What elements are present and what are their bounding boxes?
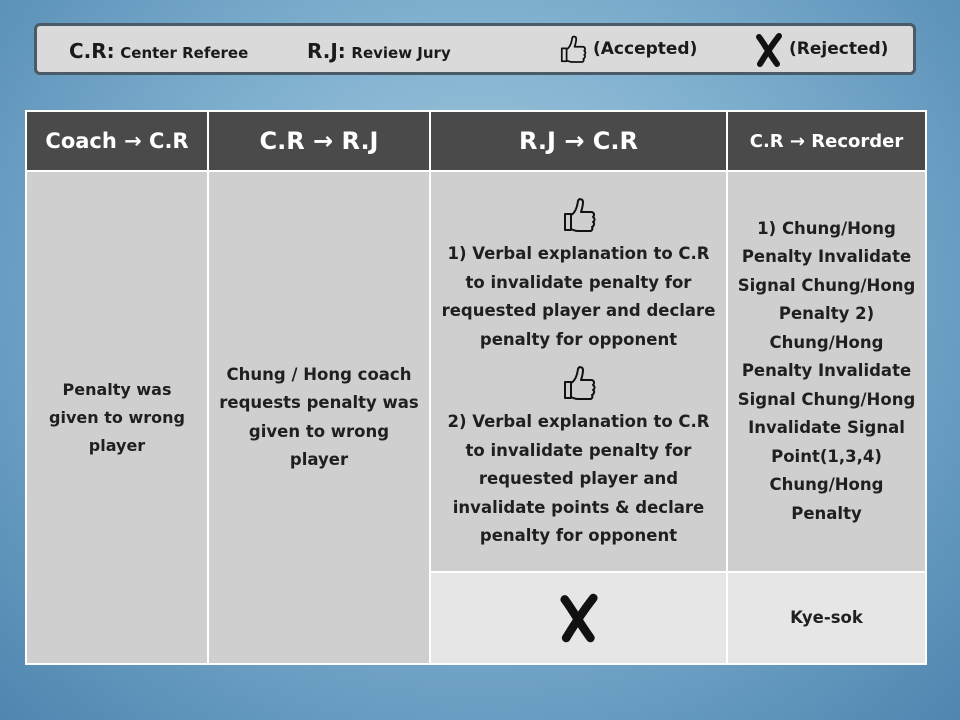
thumbs-up-icon bbox=[557, 34, 589, 70]
legend-rejected-label: (Rejected) bbox=[789, 39, 889, 59]
legend-review-jury: R.J: Review Jury bbox=[307, 39, 451, 63]
cross-mark-icon bbox=[755, 33, 783, 71]
rejected-decision-cell bbox=[429, 571, 728, 665]
header-coach-to-cr: Coach → C.R bbox=[25, 110, 209, 172]
situation-cell: Penalty was given to wrong player bbox=[25, 170, 209, 665]
accepted-option-2: 2) Verbal explanation to C.R to invalida… bbox=[447, 412, 710, 546]
header-cr-to-rj: C.R → R.J bbox=[207, 110, 431, 172]
legend-rj-desc: Review Jury bbox=[351, 44, 451, 62]
accepted-recorder-cell: 1) Chung/Hong Penalty Invalidate Signal … bbox=[726, 170, 927, 573]
legend-accepted-label: (Accepted) bbox=[593, 39, 698, 59]
accepted-decision-cell: 1) Verbal explanation to C.R to invalida… bbox=[429, 170, 728, 573]
table-row: Kye-sok bbox=[26, 571, 927, 665]
header-cr-to-recorder: C.R → Recorder bbox=[726, 110, 927, 172]
procedure-table: Coach → C.R C.R → R.J R.J → C.R C.R → Re… bbox=[25, 110, 927, 665]
legend-rj-abbr: R.J: bbox=[307, 39, 346, 63]
rejected-recorder-cell: Kye-sok bbox=[726, 571, 927, 665]
header-rj-to-cr: R.J → C.R bbox=[429, 110, 728, 172]
table-row: Penalty was given to wrong player Chung … bbox=[25, 170, 927, 665]
cross-mark-icon bbox=[439, 593, 718, 643]
thumbs-up-icon bbox=[439, 360, 718, 408]
legend-cr-desc: Center Referee bbox=[120, 44, 249, 62]
accepted-option-1: 1) Verbal explanation to C.R to invalida… bbox=[441, 244, 716, 349]
thumbs-up-icon bbox=[439, 192, 718, 240]
coach-request-cell: Chung / Hong coach requests penalty was … bbox=[207, 170, 431, 665]
legend-bar: C.R: Center Referee R.J: Review Jury (Ac… bbox=[34, 23, 916, 75]
legend-cr-abbr: C.R: bbox=[69, 39, 115, 63]
table-header-row: Coach → C.R C.R → R.J R.J → C.R C.R → Re… bbox=[25, 110, 927, 172]
legend-center-referee: C.R: Center Referee bbox=[69, 39, 248, 63]
